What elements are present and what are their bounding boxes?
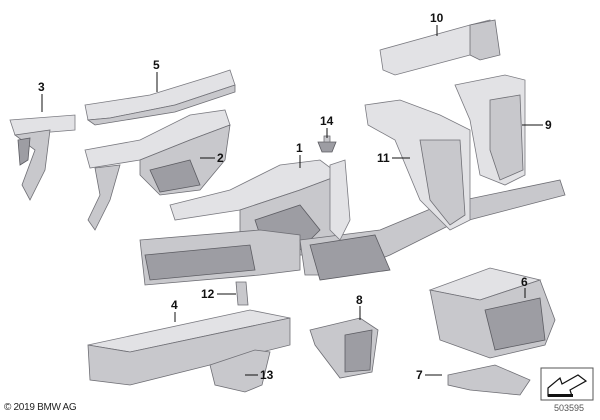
part-10[interactable] bbox=[379, 19, 501, 76]
callout-5[interactable]: 5 bbox=[153, 58, 160, 72]
part-3[interactable] bbox=[9, 114, 76, 201]
part-4[interactable] bbox=[87, 309, 291, 386]
leader-lines bbox=[41, 25, 543, 376]
callout-14[interactable]: 14 bbox=[320, 114, 334, 128]
part-14[interactable] bbox=[317, 135, 337, 153]
arrow-view-icon bbox=[540, 367, 594, 401]
copyright: © 2019 BMW AG bbox=[4, 402, 77, 413]
callout-12[interactable]: 12 bbox=[201, 287, 215, 301]
callout-3[interactable]: 3 bbox=[38, 80, 45, 94]
callout-9[interactable]: 9 bbox=[545, 118, 552, 132]
callout-7[interactable]: 7 bbox=[416, 368, 423, 382]
callout-4[interactable]: 4 bbox=[171, 298, 178, 312]
callout-10[interactable]: 10 bbox=[430, 11, 444, 25]
part-1[interactable] bbox=[139, 159, 566, 286]
part-9[interactable] bbox=[454, 74, 526, 186]
part-11[interactable] bbox=[364, 99, 471, 231]
part-7[interactable] bbox=[447, 364, 531, 396]
part-2[interactable] bbox=[84, 109, 231, 231]
part-13[interactable] bbox=[209, 349, 271, 393]
part-5[interactable] bbox=[84, 69, 236, 126]
callout-11[interactable]: 11 bbox=[377, 151, 390, 165]
part-6[interactable] bbox=[428, 267, 556, 359]
part-8[interactable] bbox=[309, 317, 379, 379]
callout-1[interactable]: 1 bbox=[296, 141, 303, 155]
callout-2[interactable]: 2 bbox=[217, 151, 224, 165]
diagram-ref-number: 503595 bbox=[554, 403, 585, 413]
callout-8[interactable]: 8 bbox=[356, 293, 363, 307]
callout-13[interactable]: 13 bbox=[260, 368, 274, 382]
callout-6[interactable]: 6 bbox=[521, 275, 528, 289]
part-12[interactable] bbox=[235, 281, 249, 306]
